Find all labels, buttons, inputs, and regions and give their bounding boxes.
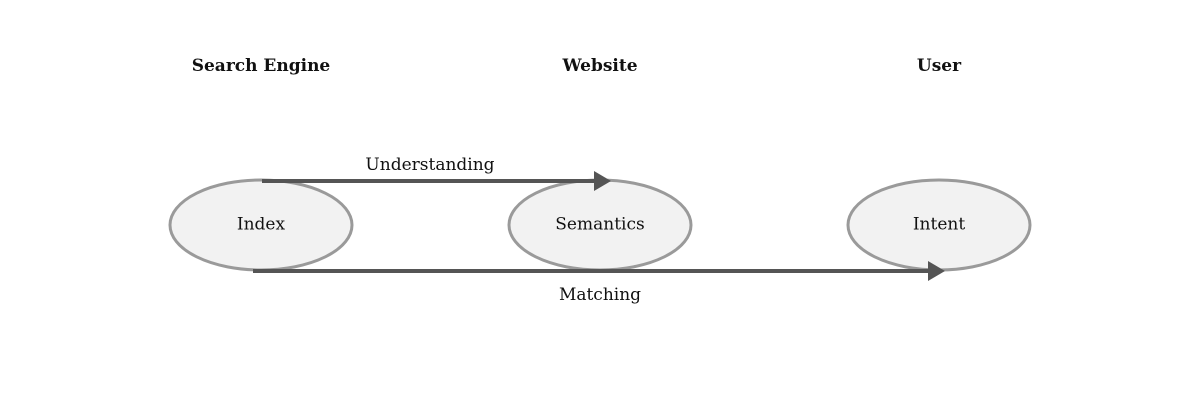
node-index-label: Index (237, 215, 286, 235)
header-website: Website (561, 56, 637, 76)
arrowhead-icon (928, 261, 945, 281)
edge-label-understanding: Understanding (365, 155, 494, 175)
arrowhead-icon (594, 171, 611, 191)
arrow-matching (253, 261, 945, 281)
edge-label-matching: Matching (559, 285, 641, 305)
node-intent-label: Intent (913, 215, 966, 235)
node-semantics-label: Semantics (555, 215, 644, 235)
header-search-engine: Search Engine (192, 56, 331, 76)
arrow-understanding (262, 171, 611, 191)
header-user: User (917, 56, 962, 76)
